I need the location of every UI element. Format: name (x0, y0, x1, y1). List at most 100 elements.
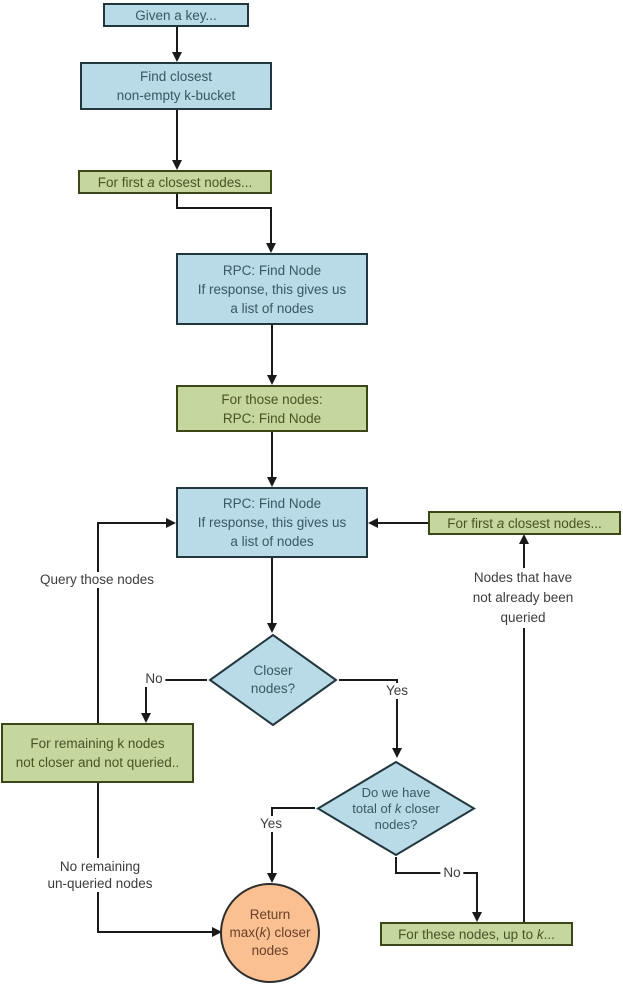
node-find-closest-bucket-line1: Find closest (139, 69, 213, 84)
terminal-return-line3: nodes (251, 943, 289, 958)
diamond-shape (316, 760, 476, 857)
edge-rpc1-to-forthose (271, 325, 273, 377)
edge-total-no-v1 (395, 857, 397, 874)
arrowhead-forfirstright-to-rpc2 (368, 518, 378, 528)
edge-closer-yes-h (339, 679, 397, 681)
edge-forthese-loop-up (523, 543, 525, 922)
node-for-those-line1: For those nodes: (221, 391, 323, 407)
decision-closer-text: Closer nodes? (251, 662, 295, 698)
label-nodes-not-queried-line3: queried (500, 610, 546, 625)
text-segment: total of (352, 800, 395, 816)
node-for-these-text: For these nodes, up to k... (398, 925, 555, 944)
arrowhead-total-no (472, 912, 482, 922)
k-symbol: k (259, 925, 267, 940)
node-find-closest-bucket-line2: non-empty k-bucket (116, 88, 236, 103)
arrowhead-forthose-to-rpc2 (267, 477, 277, 487)
arrowhead-remaining-loop (166, 518, 176, 528)
node-rpc1-line2: If response, this gives us (197, 281, 347, 297)
node-for-remaining-k: For remaining k nodes not closer and not… (1, 723, 194, 783)
node-for-those-line2: RPC: Find Node (222, 410, 322, 426)
decision-total-line2: total of k closer (352, 801, 439, 817)
label-nodes-not-queried: Nodes that have not already been queried (469, 568, 577, 628)
node-rpc1-line3: a list of nodes (230, 300, 314, 316)
terminal-return-max-k: Return max(k) closer nodes (220, 883, 320, 983)
text-segment: closest nodes... (504, 515, 602, 531)
label-nodes-not-queried-line1: Nodes that have (473, 570, 573, 585)
edge-forfirst-to-rpc1-h (176, 207, 272, 209)
alpha-symbol: a (147, 174, 155, 190)
arrowhead-noremaining (212, 927, 222, 937)
edge-rpc2-to-closer (271, 558, 273, 623)
edge-start-to-bucket (176, 26, 178, 54)
arrowhead-forfirst-to-rpc1 (266, 243, 276, 253)
label-yes-total: Yes (256, 816, 286, 832)
diamond-shape (208, 633, 338, 727)
decision-total-text: Do we have total of k closer nodes? (352, 785, 439, 833)
arrowhead-closer-no (141, 713, 151, 723)
node-for-first-alpha-1-text: For first a closest nodes... (98, 173, 253, 192)
node-for-first-alpha-2: For first a closest nodes... (428, 511, 621, 535)
node-find-closest-bucket: Find closest non-empty k-bucket (80, 62, 272, 110)
text-segment: ) closer (266, 925, 311, 940)
decision-closer-nodes: Closer nodes? (207, 633, 339, 727)
text-segment: For first (97, 174, 148, 190)
edge-remaining-loop-v (97, 523, 99, 723)
arrowhead-bucket-to-forfirst (172, 160, 182, 170)
node-rpc-find-node-2: RPC: Find Node If response, this gives u… (176, 487, 368, 558)
terminal-return-line1: Return (249, 907, 291, 922)
node-for-first-alpha-2-text: For first a closest nodes... (447, 514, 602, 533)
k-symbol: k (394, 800, 402, 816)
label-no-remaining-line1: No remaining (59, 859, 141, 874)
node-rpc2-line2: If response, this gives us (197, 515, 347, 530)
k-symbol: k (536, 926, 544, 942)
terminal-return-line2: max(k) closer (229, 924, 310, 942)
arrowhead-total-yes (267, 873, 277, 883)
decision-total-line3: nodes? (374, 816, 418, 832)
arrowhead-forthese-loop-up (519, 534, 529, 544)
edge-closer-no-v (145, 679, 147, 715)
arrowhead-start-to-bucket (172, 52, 182, 62)
arrowhead-rpc1-to-forthose (267, 375, 277, 385)
node-rpc-find-node-1: RPC: Find Node If response, this gives u… (176, 253, 368, 325)
text-segment: closer (401, 800, 440, 816)
label-no-closer: No (142, 671, 166, 687)
edge-noremaining-h (97, 931, 212, 933)
edge-bucket-to-forfirst (176, 110, 178, 162)
label-no-total: No (440, 865, 464, 881)
arrowhead-rpc2-to-closer (267, 623, 277, 633)
text-segment: For first (447, 515, 497, 531)
edge-forfirstright-to-rpc2 (378, 522, 428, 524)
edge-total-yes-v (271, 807, 273, 873)
node-given-key-text: Given a key... (135, 7, 217, 23)
node-rpc1-line1: RPC: Find Node (222, 262, 322, 278)
edge-total-yes-h (272, 807, 315, 809)
node-for-those-nodes: For those nodes: RPC: Find Node (176, 385, 368, 432)
node-for-these-nodes: For these nodes, up to k... (380, 922, 573, 946)
node-for-first-alpha-1: For first a closest nodes... (78, 170, 272, 194)
edge-total-no-h (395, 872, 477, 874)
node-rpc2-line1: RPC: Find Node (222, 496, 322, 511)
text-segment: max( (229, 925, 260, 940)
text-segment: For these nodes, up to (398, 926, 537, 942)
label-yes-closer: Yes (382, 683, 412, 699)
label-no-remaining-line2: un-queried nodes (47, 876, 153, 891)
node-given-key: Given a key... (103, 3, 249, 27)
text-segment: closest nodes... (154, 174, 253, 190)
node-rpc2-line3: a list of nodes (230, 534, 314, 549)
edge-forfirst-to-rpc1-v1 (176, 193, 178, 209)
edge-closer-yes-v (396, 679, 398, 749)
text-segment: ... (543, 926, 555, 942)
edge-total-no-v2 (476, 872, 478, 914)
decision-total-line1: Do we have (361, 784, 431, 800)
node-for-remaining-line1: For remaining k nodes (30, 736, 165, 751)
edge-forthose-to-rpc2 (271, 432, 273, 479)
alpha-symbol: a (496, 515, 505, 531)
decision-closer-line1: Closer (253, 663, 293, 678)
label-query-those-nodes: Query those nodes (36, 572, 158, 588)
node-for-remaining-line2: not closer and not queried.. (15, 755, 180, 770)
edge-remaining-loop-h (97, 522, 166, 524)
label-no-remaining: No remaining un-queried nodes (44, 858, 156, 892)
arrowhead-closer-yes (392, 748, 402, 758)
decision-closer-line2: nodes? (250, 681, 296, 696)
